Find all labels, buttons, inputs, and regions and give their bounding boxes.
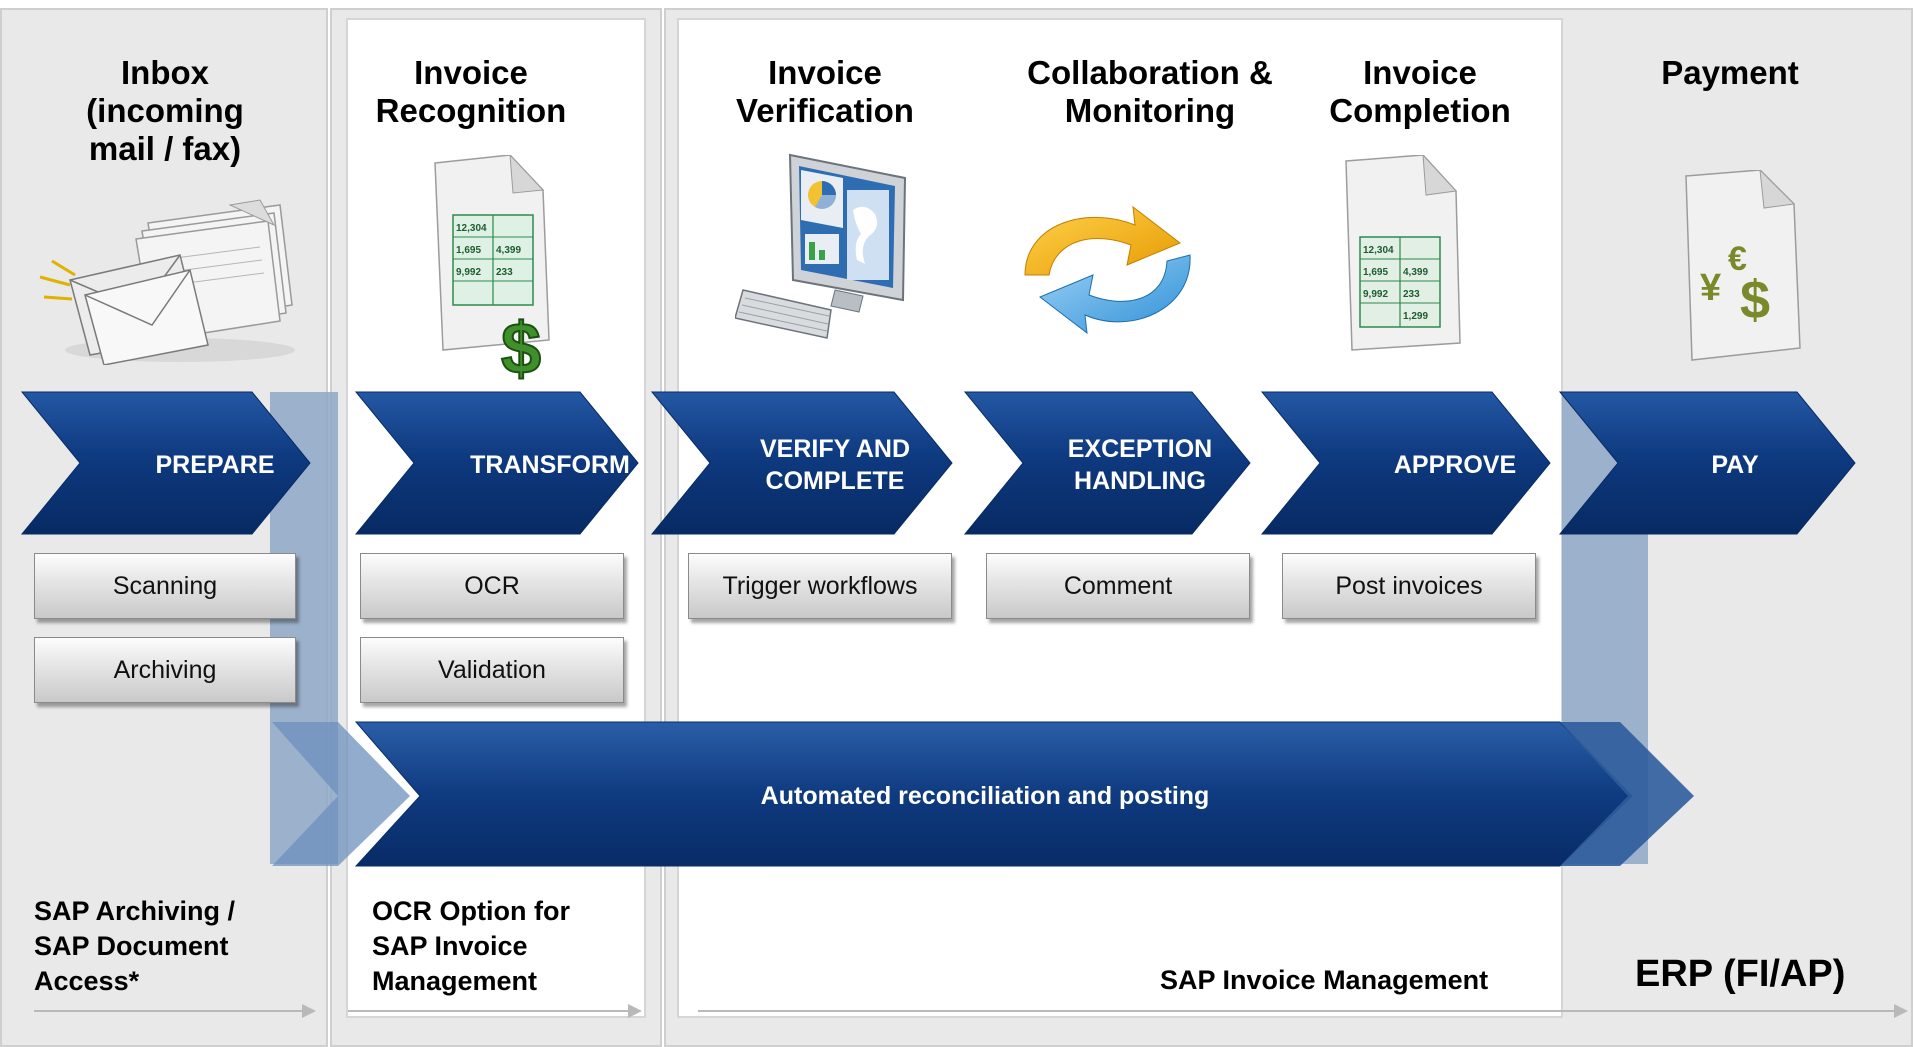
invoice-dollar-icon: 12,304 1,695 9,992 4,399 233 $ (434, 155, 550, 380)
baseline-sap-im (698, 1004, 1908, 1018)
doc-number-7: 1,695 (1363, 267, 1388, 278)
task-validation: Validation (360, 637, 624, 703)
stage-title-completion: Invoice Completion (1329, 54, 1511, 129)
task-archiving: Archiving (34, 637, 296, 703)
task-post-invoices: Post invoices (1282, 553, 1536, 619)
yen-icon: ¥ (1700, 267, 1721, 309)
computer-icon (735, 153, 907, 339)
chevron-exception (963, 391, 1251, 535)
doc-number-3: 9,992 (456, 267, 481, 278)
doc-number-5: 233 (496, 267, 513, 278)
footer-ocr-option: OCR Option for SAP Invoice Management (372, 896, 570, 996)
stage-title-recognition: Invoice Recognition (375, 54, 567, 129)
task-comment: Comment (986, 553, 1250, 619)
automation-label: Automated reconciliation and posting (760, 782, 1210, 810)
footer-erp: ERP (FI/AP) (1635, 953, 1846, 995)
automation-tip-right (1560, 722, 1694, 866)
baseline-recognition (348, 1004, 642, 1018)
stage-title-verification: Invoice Verification (736, 54, 914, 129)
doc-number-9: 4,399 (1403, 267, 1428, 278)
task-ocr: OCR (360, 553, 624, 619)
dollar-icon: $ (501, 309, 541, 380)
stage-title-payment: Payment (1661, 54, 1799, 91)
stage-title-inbox: Inbox (incoming mail / fax) (86, 54, 244, 167)
footer-sap-archiving: SAP Archiving / SAP Document Access* (34, 896, 236, 996)
step-pay: PAY (1711, 451, 1759, 479)
refresh-cycle-icon (1024, 205, 1191, 335)
chevron-verify (650, 391, 953, 535)
automation-tail-left (272, 722, 410, 866)
step-exception-handling: EXCEPTION HANDLING (1067, 435, 1213, 495)
doc-number-8: 9,992 (1363, 289, 1388, 300)
step-verify-complete: VERIFY AND COMPLETE (759, 435, 911, 495)
chevron-pay (1558, 391, 1856, 535)
baseline-inbox (34, 1004, 316, 1018)
doc-number-2: 1,695 (456, 245, 481, 256)
dollar-sign-icon: $ (1740, 270, 1770, 330)
doc-number-6: 12,304 (1363, 245, 1394, 256)
step-prepare: PREPARE (155, 451, 275, 479)
chevron-approve (1260, 391, 1551, 535)
invoice-document-icon: 12,304 1,695 9,992 4,399 233 1,299 (1345, 155, 1461, 351)
payment-currency-icon: ¥ € $ (1685, 170, 1801, 361)
step-approve: APPROVE (1393, 451, 1517, 479)
footer-sap-invoice-management: SAP Invoice Management (1160, 965, 1489, 995)
stage-title-collaboration: Collaboration & Monitoring (1027, 54, 1273, 129)
step-transform: TRANSFORM (470, 451, 630, 479)
mail-stack-icon (39, 199, 295, 365)
doc-number-4: 4,399 (496, 245, 521, 256)
task-scanning: Scanning (34, 553, 296, 619)
euro-icon: € (1728, 240, 1747, 278)
task-trigger-workflows: Trigger workflows (688, 553, 952, 619)
chevron-prepare (20, 391, 311, 535)
doc-number-11: 1,299 (1403, 311, 1428, 322)
doc-number-10: 233 (1403, 289, 1420, 300)
chevron-transform (354, 391, 639, 535)
doc-number-1: 12,304 (456, 223, 487, 234)
